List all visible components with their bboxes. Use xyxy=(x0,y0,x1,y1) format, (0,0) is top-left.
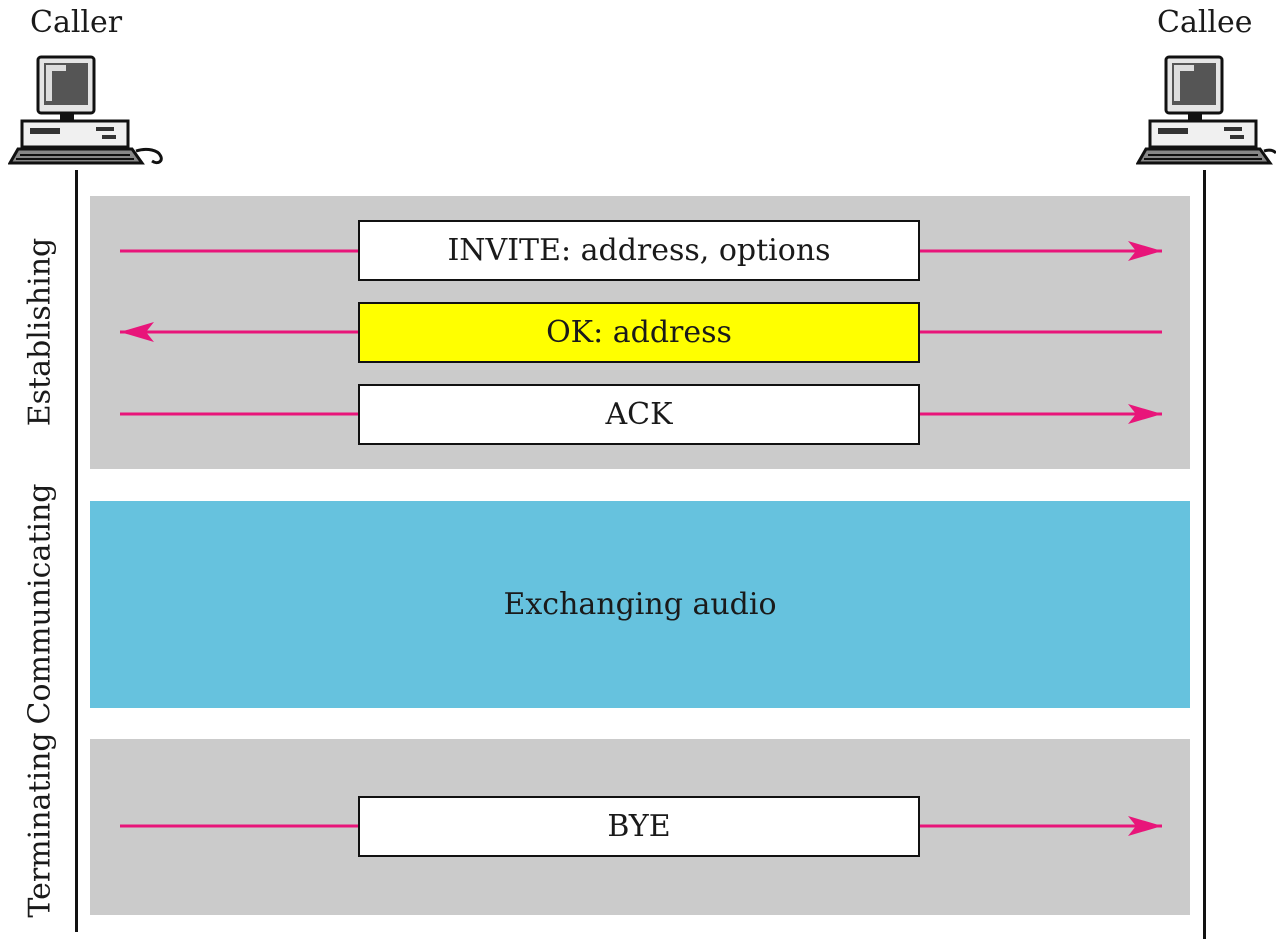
caller-label: Caller xyxy=(30,5,123,40)
caller-lifeline xyxy=(75,170,78,932)
communicating-band xyxy=(90,501,1190,708)
callee-computer-icon xyxy=(1136,55,1276,165)
phase-label-establishing: Establishing xyxy=(22,237,58,427)
caller-computer-icon xyxy=(8,55,163,165)
bye-message: BYE xyxy=(358,796,920,857)
ack-message: ACK xyxy=(358,384,920,445)
phase-label-terminating: Terminating xyxy=(22,732,58,918)
exchanging-audio-label: Exchanging audio xyxy=(503,587,777,622)
phase-label-communicating: Communicating xyxy=(22,483,58,725)
callee-lifeline xyxy=(1203,170,1206,939)
invite-message: INVITE: address, options xyxy=(358,220,920,281)
ok-message: OK: address xyxy=(358,302,920,363)
callee-label: Callee xyxy=(1157,5,1253,40)
